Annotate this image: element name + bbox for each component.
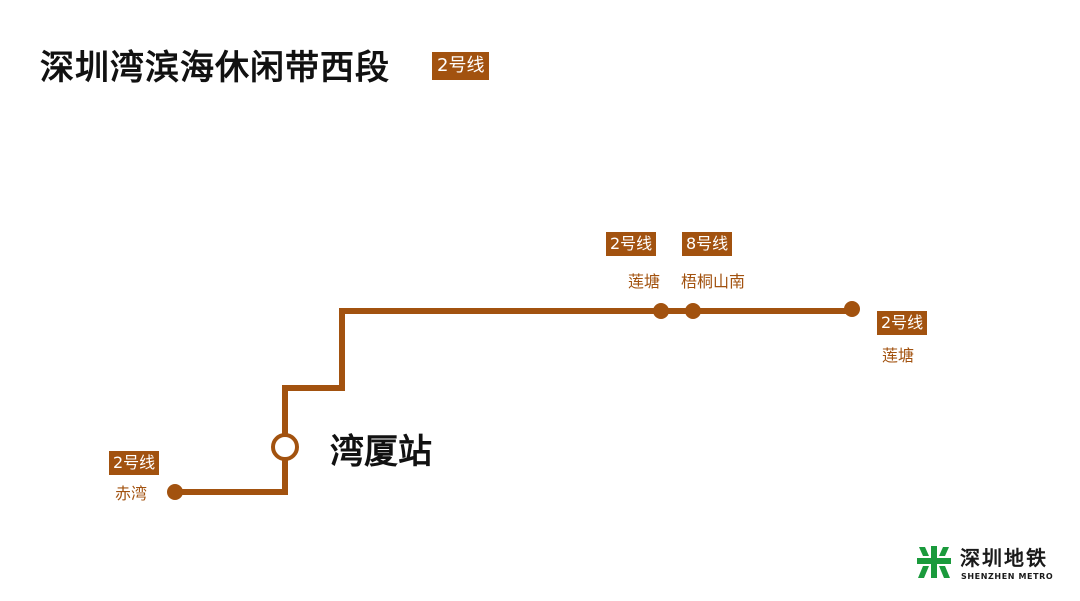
liantang-end-line-badge: 2号线 xyxy=(877,311,928,335)
station-dot-wutong-shannan xyxy=(685,303,701,319)
title-line-badge: 2号线 xyxy=(432,52,490,80)
shenzhen-metro-logo: 深圳地铁 SHENZHEN METRO xyxy=(916,544,1066,588)
liantang-mid-station-label: 莲塘 xyxy=(628,272,661,291)
liantang-mid-line-badge: 2号线 xyxy=(606,232,657,256)
station-dot-liantang-mid xyxy=(653,303,669,319)
liantang-end-station-label: 莲塘 xyxy=(882,346,915,365)
shenzhen-metro-logo-icon xyxy=(917,546,951,578)
station-dot-chiwan xyxy=(167,484,183,500)
page-title: 深圳湾滨海休闲带西段 xyxy=(40,48,390,88)
station-dot-liantang-end xyxy=(844,301,860,317)
chiwan-line-badge: 2号线 xyxy=(109,451,160,475)
wutong-shannan-station-label: 梧桐山南 xyxy=(681,272,746,291)
route-line xyxy=(175,308,852,495)
chiwan-station-label: 赤湾 xyxy=(115,484,148,503)
logo-name-en: SHENZHEN METRO xyxy=(961,572,1054,581)
current-station-name: 湾厦站 xyxy=(330,432,432,472)
wutong-shannan-line-badge: 8号线 xyxy=(682,232,733,256)
logo-name-cn: 深圳地铁 xyxy=(960,546,1048,570)
station-dot-current xyxy=(271,433,299,461)
